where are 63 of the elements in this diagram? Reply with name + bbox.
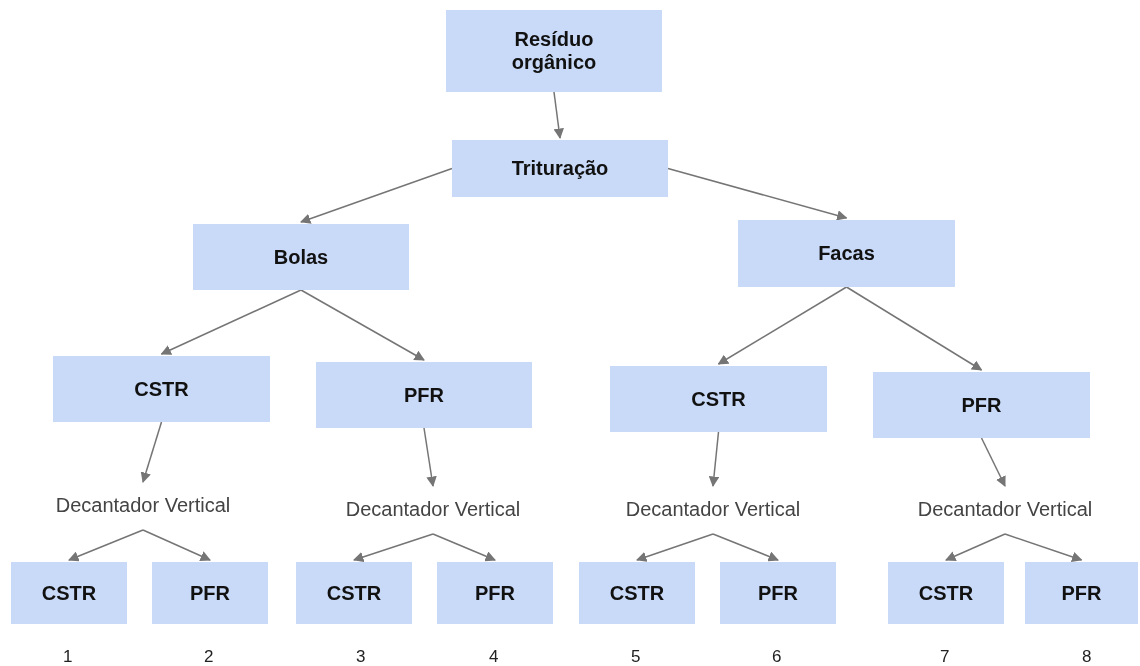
arrow: [667, 167, 848, 221]
option-number: 2: [204, 647, 214, 666]
box-label: CSTR: [608, 581, 666, 605]
process-box: [446, 10, 662, 92]
process-box: [11, 562, 127, 624]
process-box: [296, 562, 412, 624]
process-box: [873, 372, 1090, 438]
process-box: [720, 562, 836, 624]
option-number: 5: [631, 647, 641, 666]
step-label: Decantador Vertical: [624, 497, 802, 521]
box-label: Facas: [817, 242, 876, 265]
arrow: [1004, 533, 1083, 562]
option-number: 6: [772, 647, 782, 666]
process-box: [152, 562, 268, 624]
option-number: 3: [356, 647, 366, 666]
option-number: 7: [940, 647, 950, 666]
step-label: Decantador Vertical: [54, 493, 232, 517]
arrow: [945, 533, 1006, 561]
box-label: CSTR: [690, 387, 747, 411]
box-label: PFR: [960, 393, 1003, 417]
box-label: CSTR: [325, 581, 383, 605]
arrow: [160, 289, 302, 355]
process-box: [610, 366, 827, 432]
arrow: [140, 421, 163, 483]
process-box: [53, 356, 270, 422]
process-box: [888, 562, 1004, 624]
arrow: [353, 533, 434, 563]
process-box: [452, 140, 668, 197]
option-number: 4: [489, 647, 499, 666]
box-label: CSTR: [133, 377, 190, 401]
box-label: Trituração: [510, 157, 610, 180]
arrow: [717, 286, 848, 365]
arrow: [980, 437, 1006, 487]
process-box: [1025, 562, 1138, 624]
arrow: [300, 289, 425, 361]
process-box: [738, 220, 955, 287]
process-box: [193, 224, 409, 290]
box-label: PFR: [757, 581, 799, 605]
arrow: [68, 529, 144, 562]
box-label: CSTR: [40, 581, 98, 605]
arrow: [300, 167, 453, 224]
process-box: [579, 562, 695, 624]
arrow: [708, 431, 720, 488]
box-label: PFR: [474, 581, 516, 605]
process-box: [316, 362, 532, 428]
arrow: [553, 91, 564, 140]
process-box: [437, 562, 553, 624]
arrow: [636, 533, 714, 562]
step-label: Decantador Vertical: [916, 497, 1094, 521]
box-label: CSTR: [917, 581, 975, 605]
box-label: Resíduo orgânico: [510, 28, 598, 74]
arrow: [845, 286, 983, 371]
arrow: [712, 533, 779, 562]
box-label: Bolas: [272, 245, 330, 269]
box-label: PFR: [1060, 581, 1103, 605]
step-label: Decantador Vertical: [344, 497, 522, 521]
arrow: [432, 533, 496, 562]
arrow: [142, 529, 211, 561]
option-number: 1: [63, 647, 73, 666]
box-label: PFR: [189, 581, 231, 605]
option-number: 8: [1082, 647, 1092, 666]
arrow: [423, 427, 437, 488]
box-label: PFR: [403, 383, 445, 407]
